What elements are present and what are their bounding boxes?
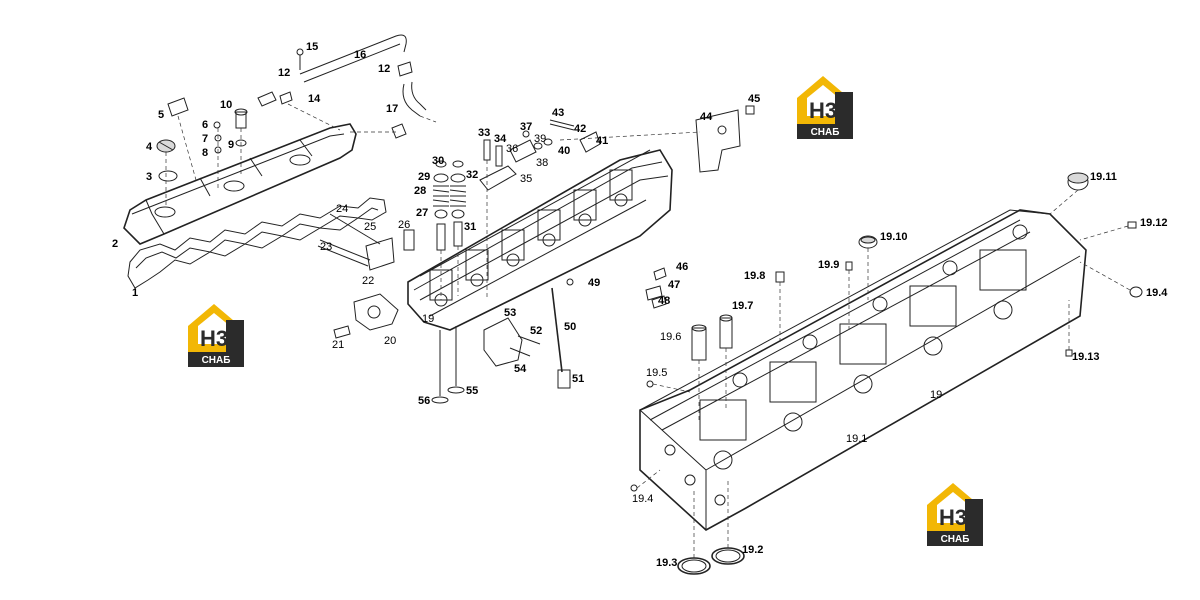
svg-text:СНАБ: СНАБ [202, 355, 231, 366]
label-48: 48 [658, 295, 670, 307]
label-53: 53 [504, 307, 516, 319]
label-43: 43 [552, 107, 564, 119]
label-29: 29 [418, 171, 430, 183]
label-3: 3 [146, 171, 152, 183]
breather-hose-17 [402, 81, 427, 117]
lower-parts [431, 278, 574, 404]
label-19-6: 19.6 [660, 331, 681, 343]
label-27: 27 [416, 207, 428, 219]
rocker-assembly [479, 119, 601, 300]
label-21: 21 [332, 339, 344, 351]
svg-text:СНАБ: СНАБ [941, 534, 970, 545]
svg-text:H3: H3 [809, 98, 837, 123]
label-22: 22 [362, 275, 374, 287]
valve-spring-stack [432, 160, 467, 300]
label-19-12: 19.12 [1140, 217, 1168, 229]
label-26: 26 [398, 219, 410, 231]
logo-left: H3 СНАБ [188, 304, 244, 367]
label-plate [167, 97, 189, 117]
label-45: 45 [748, 93, 760, 105]
head-accessories [630, 172, 1143, 575]
label-51: 51 [572, 373, 584, 385]
label-50: 50 [564, 321, 576, 333]
label-12a: 12 [278, 67, 290, 79]
label-12b: 12 [378, 63, 390, 75]
label-54: 54 [514, 363, 527, 375]
filler-seal [158, 170, 178, 182]
label-14: 14 [308, 93, 321, 105]
logo-top: H3 СНАБ [797, 76, 853, 139]
label-56: 56 [418, 395, 430, 407]
lifting-bracket [695, 105, 755, 173]
svg-text:СНАБ: СНАБ [811, 127, 840, 138]
label-9: 9 [228, 139, 234, 151]
label-19-4a: 19.4 [632, 493, 653, 505]
label-17: 17 [386, 103, 398, 115]
label-5: 5 [158, 109, 164, 121]
label-41: 41 [596, 135, 608, 147]
label-4: 4 [146, 141, 153, 153]
label-19-9: 19.9 [818, 259, 839, 271]
label-37: 37 [520, 121, 532, 133]
label-52: 52 [530, 325, 542, 337]
left-side-parts [317, 213, 415, 339]
label-33: 33 [478, 127, 490, 139]
logo-bottom: H3 СНАБ [927, 483, 983, 546]
label-46: 46 [676, 261, 688, 273]
label-28: 28 [414, 185, 426, 197]
svg-text:H3: H3 [939, 505, 967, 530]
label-1: 1 [132, 287, 138, 299]
valve-cover [123, 123, 357, 245]
label-49: 49 [588, 277, 600, 289]
label-19-1: 19.1 [846, 433, 867, 445]
cylinder-head-block [639, 209, 1087, 531]
label-24: 24 [336, 203, 348, 215]
label-31: 31 [464, 221, 476, 233]
cover-gasket [127, 197, 387, 289]
part-labels: 1 2 3 4 5 6 7 8 9 10 12 12 14 15 16 17 1… [112, 41, 1168, 569]
label-42: 42 [574, 123, 586, 135]
label-19-5: 19.5 [646, 367, 667, 379]
label-6: 6 [202, 119, 208, 131]
label-38: 38 [536, 157, 548, 169]
label-23: 23 [320, 241, 332, 253]
label-19-8: 19.8 [744, 270, 765, 282]
label-19-13: 19.13 [1072, 351, 1100, 363]
breather-hose-16 [299, 34, 407, 83]
label-44: 44 [700, 111, 713, 123]
label-34: 34 [494, 133, 507, 145]
label-47: 47 [668, 279, 680, 291]
label-40: 40 [558, 145, 570, 157]
label-19-2: 19.2 [742, 544, 763, 556]
label-16: 16 [354, 49, 366, 61]
label-19-4b: 19.4 [1146, 287, 1168, 299]
label-19-11: 19.11 [1090, 171, 1117, 183]
label-19-main: 19 [930, 389, 942, 401]
svg-text:H3: H3 [200, 326, 228, 351]
label-2: 2 [112, 238, 118, 250]
label-25: 25 [364, 221, 376, 233]
label-7: 7 [202, 133, 208, 145]
label-55: 55 [466, 385, 478, 397]
label-20: 20 [384, 335, 396, 347]
label-19: 19 [422, 313, 434, 325]
label-19-7: 19.7 [732, 300, 753, 312]
label-30: 30 [432, 155, 444, 167]
label-39: 39 [534, 133, 546, 145]
valve-cover-group [123, 34, 437, 289]
label-36: 36 [506, 143, 518, 155]
label-15: 15 [306, 41, 318, 53]
label-8: 8 [202, 147, 208, 159]
label-19-10: 19.10 [880, 231, 908, 243]
label-19-3: 19.3 [656, 557, 677, 569]
label-32: 32 [466, 169, 478, 181]
label-35: 35 [520, 173, 532, 185]
label-10: 10 [220, 99, 232, 111]
